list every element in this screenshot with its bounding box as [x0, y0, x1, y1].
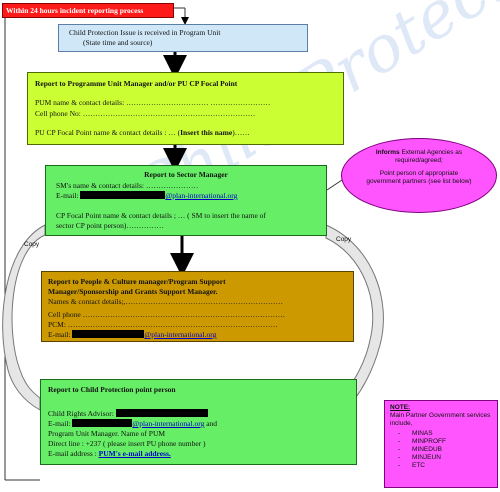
sector-sm-line: SM's name & contact details: …………………: [56, 181, 199, 190]
pum-focal-suffix: )……: [232, 128, 250, 137]
pum-title: Report to Programme Unit Manager and/or …: [35, 79, 238, 88]
note-item: MINAS: [390, 430, 492, 438]
cp-pum-line: Program Unit Manager. Name of PUM: [48, 429, 166, 438]
note-box: NOTE: Main Partner Government services i…: [384, 400, 498, 488]
informs-line-2: Point person of appropriate government p…: [366, 170, 472, 185]
pc-pcm-line: PCM: …………………………………………………………………………: [48, 320, 278, 329]
cp-advisor-line: Child Rights Advisor:: [48, 409, 349, 419]
informs-ellipse: Informs External Agencies as required/ag…: [341, 138, 497, 213]
pum-focal-prefix: PU CP Focal Point name & contact details…: [35, 128, 181, 137]
cp-email-address-label: E-mail address :: [48, 449, 99, 458]
people-culture-box: Report to People & Culture manager/Progr…: [41, 271, 354, 342]
pc-email-line: E-mail: @plan-international.org: [48, 330, 347, 340]
cp-direct-line: Direct line : +237 ( please insert PU ph…: [48, 439, 206, 448]
pc-email-link[interactable]: @plan-international.org: [144, 330, 217, 339]
informs-line-1: Informs External Agencies as required/ag…: [362, 149, 476, 165]
sector-email-label: E-mail:: [56, 191, 81, 200]
cp-email-label: E-mail:: [48, 419, 73, 428]
child-protection-box: Report to Child Protection point person …: [40, 379, 357, 465]
note-item: MINPROFF: [390, 438, 492, 446]
note-title: NOTE:: [390, 404, 411, 411]
note-item: MINEDUB: [390, 446, 492, 454]
sector-cp-line-1: CP Focal Point name & contact details ; …: [56, 211, 266, 220]
pum-focal-line: PU CP Focal Point name & contact details…: [35, 127, 336, 138]
pum-report-box: Report to Programme Unit Manager and/or …: [27, 72, 344, 145]
sector-email-link[interactable]: @plan-international.org: [165, 191, 238, 200]
copy-label-right: Copy: [336, 236, 352, 243]
cp-email-suffix: and: [204, 419, 218, 428]
pc-email-label: E-mail:: [48, 330, 73, 339]
pc-title-line-2: Manager/Sponsorship and Grants Support M…: [48, 287, 218, 296]
redacted-block: [115, 409, 208, 417]
sector-to-informs-connector: [326, 179, 343, 191]
copy-label-left: Copy: [24, 241, 40, 248]
pc-cell-line: Cell phone ………………………………………………………………………: [48, 310, 286, 319]
redacted-block: [80, 191, 166, 199]
cp-advisor-label: Child Rights Advisor:: [48, 409, 116, 418]
sector-cp-line-2: sector CP point person)……………: [56, 221, 164, 230]
pc-names-line: Names & contact details;,…………………………………………: [48, 297, 283, 306]
note-list: MINAS MINPROFF MINEDUB MINJEUN ETC: [390, 430, 492, 470]
left-copy-arc: [2, 224, 46, 411]
issue-line-2: (State time and source): [83, 38, 153, 47]
note-item: MINJEUN: [390, 454, 492, 462]
issue-received-box: Child Protection Issue is received in Pr…: [58, 24, 308, 52]
redacted-block: [72, 419, 133, 427]
note-intro: Main Partner Government services include…: [390, 412, 491, 427]
cp-title: Report to Child Protection point person: [48, 385, 176, 394]
pum-focal-bold: Insert this name: [180, 128, 233, 137]
issue-line-1: Child Protection Issue is received in Pr…: [69, 28, 221, 37]
cp-email-link[interactable]: @plan-international.org: [132, 419, 205, 428]
informs-rest: External Agencies as required/agreed;: [395, 149, 463, 164]
sector-email-line: E-mail: @plan-international.org: [56, 191, 316, 201]
informs-bold: Informs: [375, 149, 400, 156]
pc-title-line-1: Report to People & Culture manager/Progr…: [48, 277, 226, 286]
note-item: ETC: [390, 462, 492, 470]
cp-email-address-link[interactable]: PUM's e-mail address.: [98, 449, 171, 458]
pum-name-line: PUM name & contact details: …………………………… …: [35, 98, 271, 107]
cp-email-address-line: E-mail address : PUM's e-mail address.: [48, 449, 349, 459]
pum-phone-line: Cell phone No: ……………………………………………………………: [35, 109, 256, 118]
redacted-block: [72, 330, 145, 338]
sector-manager-box: Report to Sector Manager SM's name & con…: [45, 165, 327, 236]
sector-title: Report to Sector Manager: [144, 170, 228, 179]
incident-reporting-label: Within 24 hours incident reporting proce…: [2, 3, 174, 18]
cp-email-line: E-mail: @plan-international.org and: [48, 419, 349, 429]
